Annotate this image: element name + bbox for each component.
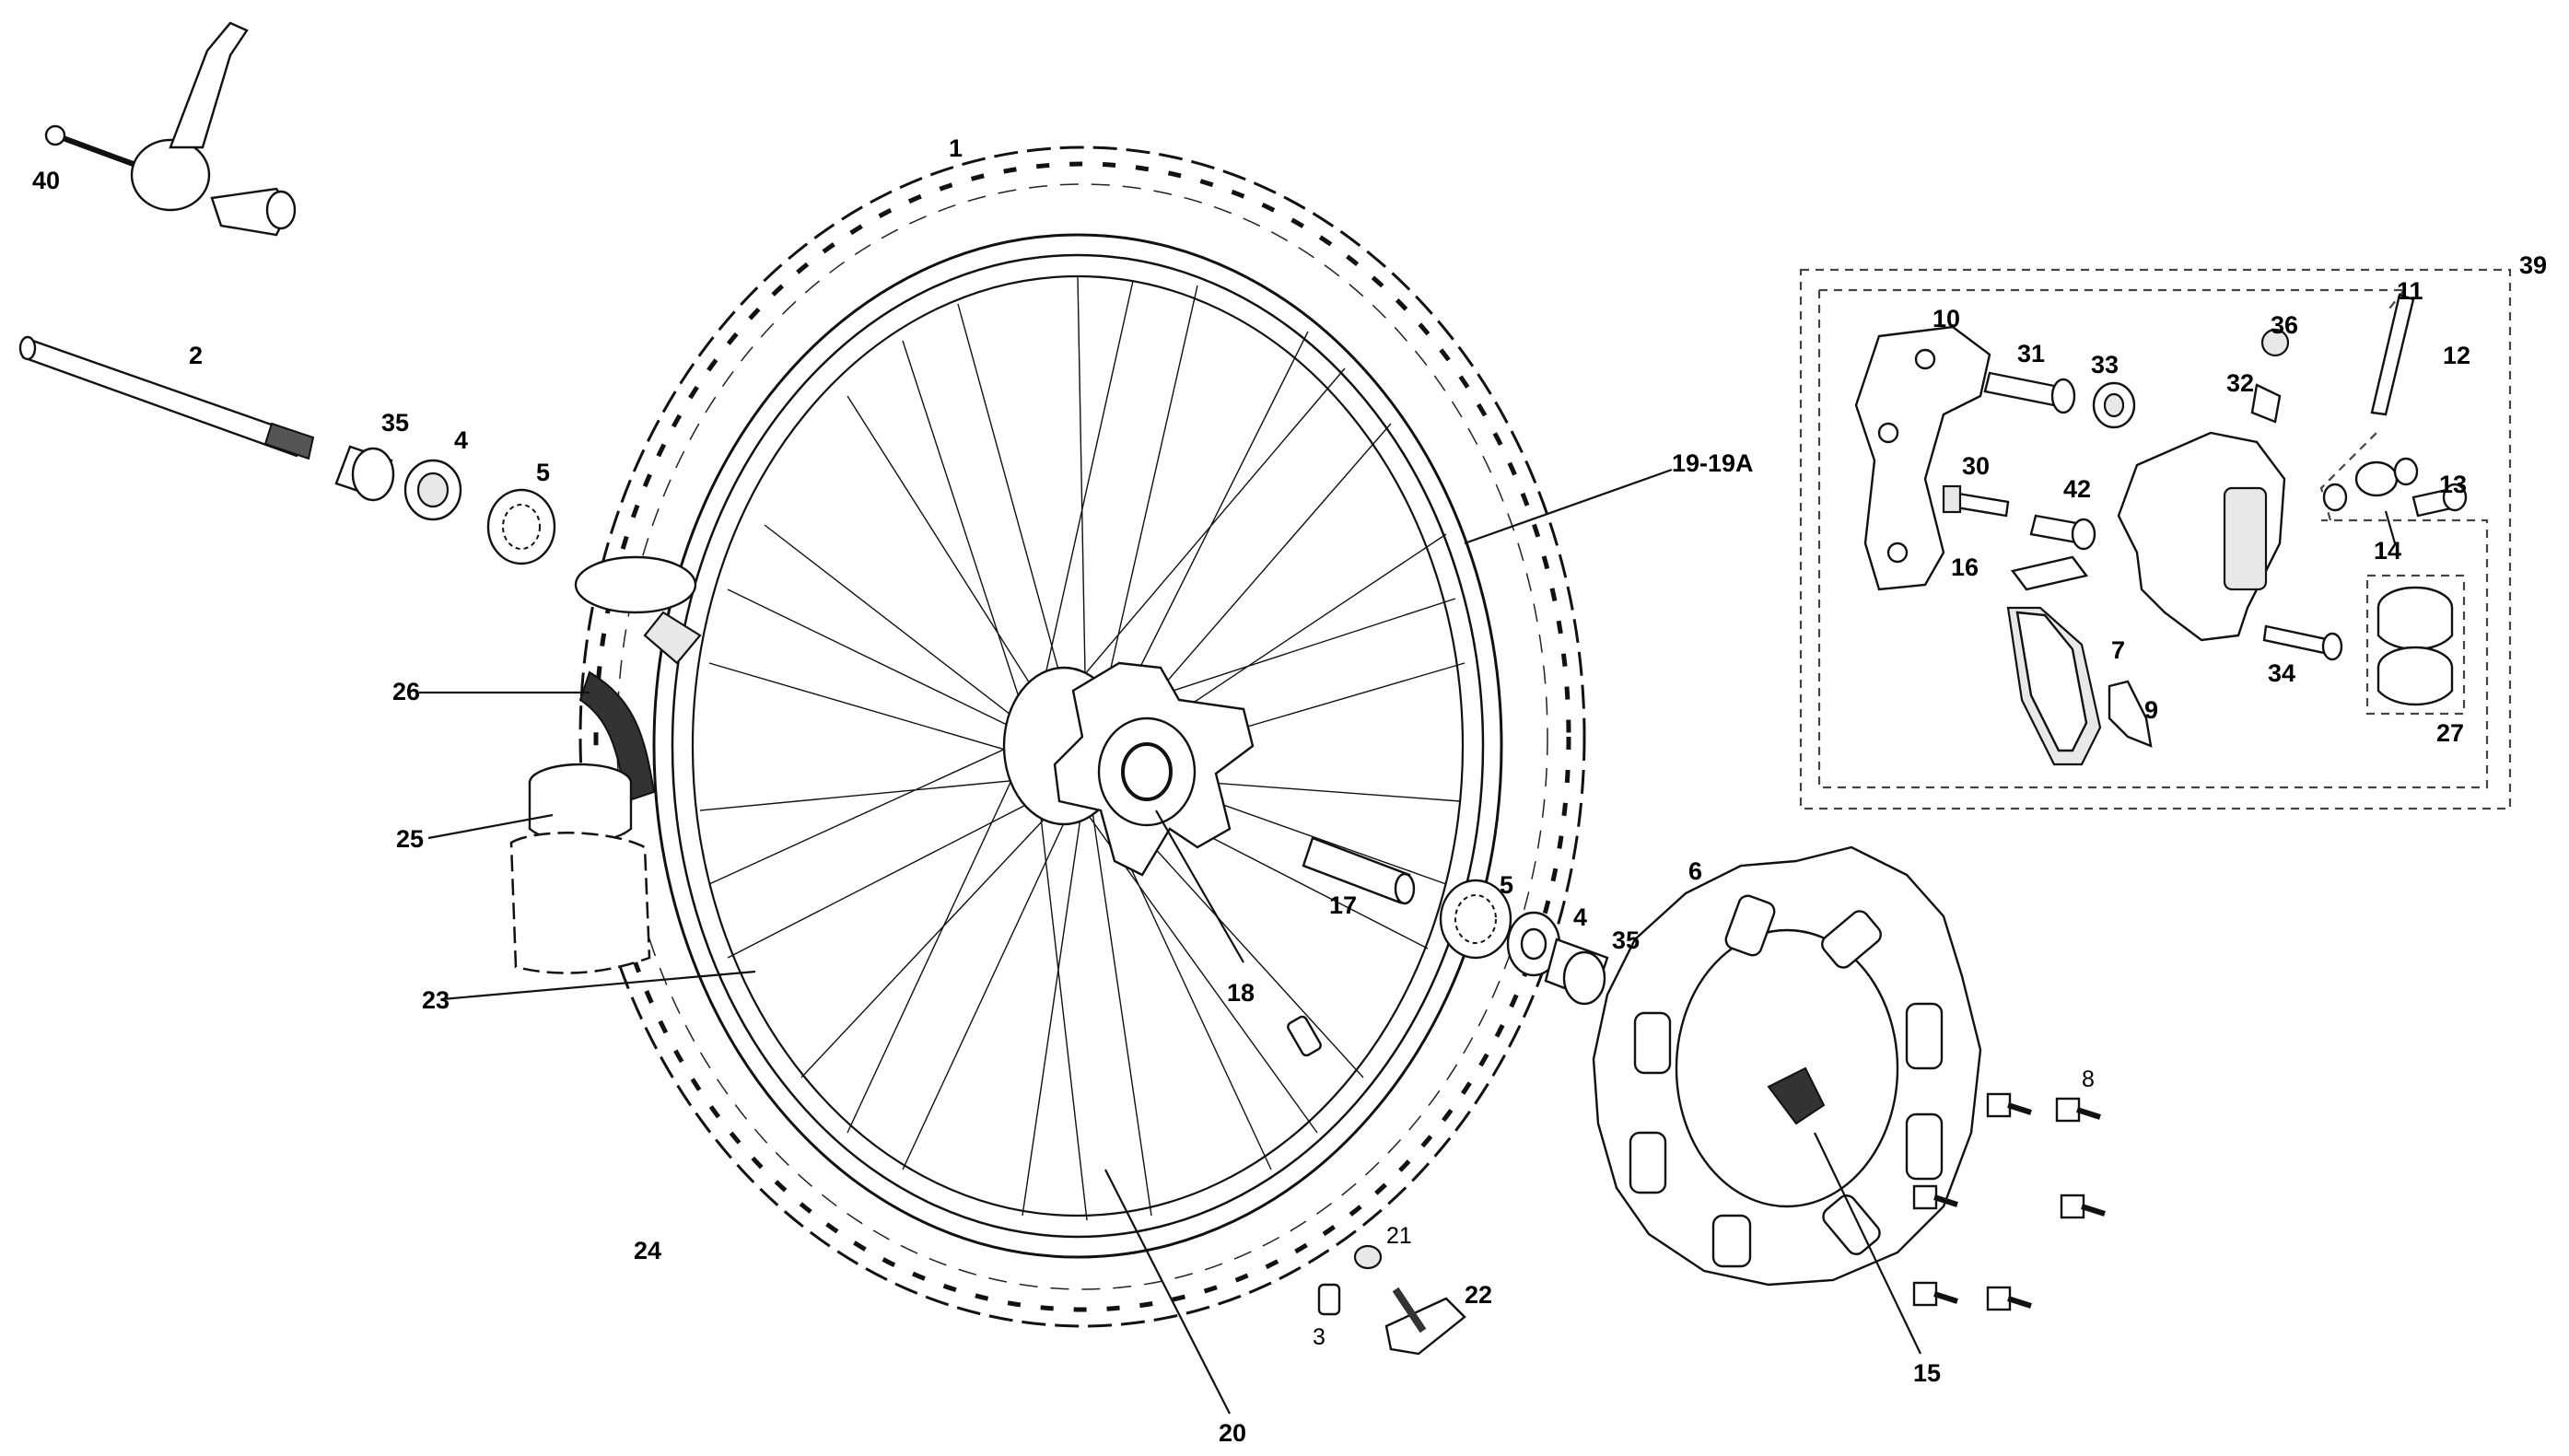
axle-spacer-17 (1302, 836, 1416, 905)
label-8: 8 (2082, 1066, 2095, 1092)
bolt-30 (1942, 484, 2010, 518)
label-3: 3 (1313, 1324, 1325, 1350)
rim-band-25 (528, 763, 633, 844)
pistons-27 (2365, 574, 2466, 716)
label-4-right: 4 (1573, 903, 1587, 931)
label-26: 26 (392, 678, 420, 705)
label-21: 21 (1386, 1223, 1412, 1249)
label-40: 40 (32, 167, 60, 194)
tube-24 (509, 832, 651, 974)
bearing-5-right (1439, 879, 1512, 960)
label-39: 39 (2519, 251, 2547, 279)
label-6: 6 (1688, 857, 1702, 885)
banjo-bolt-13 (2411, 483, 2468, 518)
pad-spring-16 (2010, 555, 2089, 591)
fork-guard-26 (574, 555, 702, 803)
label-9: 9 (2144, 696, 2158, 724)
washers-14 (2322, 457, 2419, 512)
leader-lines (419, 468, 2397, 1415)
label-19-19A: 19-19A (1672, 449, 1754, 477)
label-32: 32 (2226, 369, 2254, 397)
axle-2 (18, 335, 315, 460)
label-27: 27 (2436, 719, 2464, 747)
label-42: 42 (2063, 475, 2091, 503)
label-1: 1 (949, 134, 963, 162)
label-22: 22 (1465, 1281, 1492, 1309)
label-4-left: 4 (454, 426, 468, 454)
bleed-screw-36 (2260, 328, 2290, 357)
pin-42 (2029, 514, 2096, 551)
caliper-kit-39 (1799, 268, 2512, 810)
label-33: 33 (2091, 351, 2119, 379)
nipple-21 (1353, 1244, 1383, 1270)
seal-4-right (1506, 911, 1561, 977)
label-36: 36 (2271, 311, 2298, 339)
label-23: 23 (422, 986, 450, 1014)
label-24: 24 (634, 1237, 661, 1264)
spacer-35-left (334, 445, 395, 502)
label-18: 18 (1227, 979, 1255, 1007)
bleed-screw-32 (2250, 383, 2282, 424)
disc-bolts-8 (1912, 1092, 2106, 1311)
washer-33 (2092, 381, 2136, 429)
label-10: 10 (1933, 305, 1960, 332)
label-35-right: 35 (1612, 926, 1640, 954)
label-31: 31 (2017, 340, 2045, 367)
pad-pin-clip-9 (2108, 680, 2153, 748)
label-17: 17 (1329, 891, 1357, 919)
label-20: 20 (1219, 1419, 1246, 1447)
label-13: 13 (2439, 471, 2467, 498)
wheel-assembly (578, 146, 1586, 1328)
nut-3 (1317, 1283, 1341, 1316)
seal-4-left (403, 459, 462, 521)
part-labels: 1 2 3 4 4 5 5 6 7 8 9 10 11 12 13 14 15 … (32, 134, 2547, 1447)
label-30: 30 (1962, 452, 1990, 480)
brake-pads-7 (2006, 606, 2102, 766)
label-25: 25 (396, 825, 424, 853)
label-5-right: 5 (1500, 871, 1513, 899)
label-11: 11 (2397, 277, 2423, 305)
label-12: 12 (2443, 342, 2470, 369)
caliper-bracket-10 (1854, 325, 1991, 591)
axle-pinch-bolt-40 (44, 21, 297, 237)
label-5-left: 5 (536, 459, 550, 486)
label-34: 34 (2268, 659, 2295, 687)
bolt-31 (1983, 371, 2076, 414)
label-14: 14 (2374, 537, 2401, 565)
label-7: 7 (2111, 636, 2125, 664)
label-16: 16 (1951, 553, 1979, 581)
label-2: 2 (189, 342, 203, 369)
valve-stem (1287, 1015, 1322, 1057)
label-35-left: 35 (381, 409, 409, 437)
bearing-5-left (486, 488, 556, 565)
spacer-35-right (1544, 938, 1609, 1006)
brake-disc-6 (1592, 845, 1982, 1287)
rim-lock-22 (1384, 1287, 1466, 1356)
label-15: 15 (1913, 1359, 1941, 1387)
pin-34 (2262, 624, 2343, 661)
